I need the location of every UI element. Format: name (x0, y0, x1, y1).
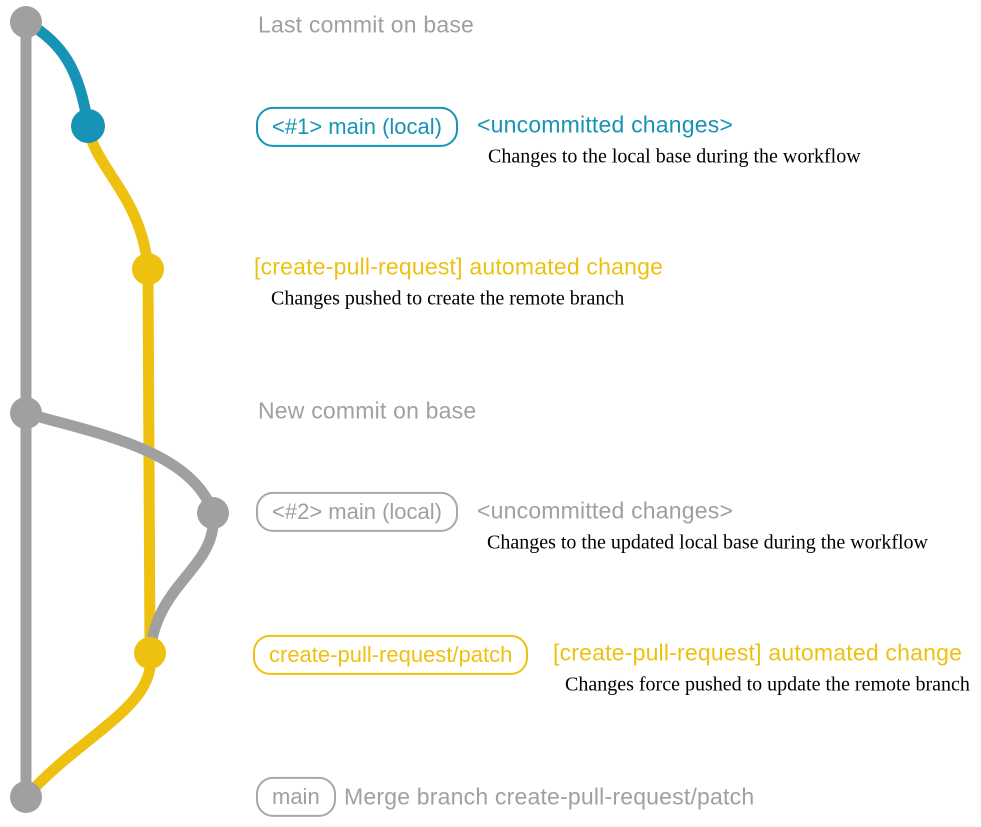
branch-badge-main-local-2-label: <#2> main (local) (256, 491, 458, 533)
commit-dot-new-commit-on-base (10, 397, 42, 429)
commit-label-uncommitted-changes-1: <uncommitted changes> (477, 111, 734, 138)
commit-label-uncommitted-changes-2: <uncommitted changes> (477, 497, 734, 524)
local-changes-curve-2 (20, 407, 219, 519)
local-changes-curve-1 (20, 16, 94, 132)
branch-badge-main-local-2: <#2> main (local) (256, 491, 458, 533)
caption-uncommitted-changes-2: Changes to the updated local base during… (487, 531, 928, 554)
local-changes-curve-3 (144, 507, 219, 659)
commit-dot-automated-change-2 (134, 637, 166, 669)
commit-dot-uncommitted-changes-2 (197, 497, 229, 529)
branch-badge-main-local-1-label: <#1> main (local) (256, 106, 458, 148)
caption-automated-change-1: Changes pushed to create the remote bran… (271, 287, 625, 310)
branch-badge-main: main (256, 776, 336, 818)
branch-badge-patch: create-pull-request/patch (253, 634, 529, 676)
commit-dot-automated-change-1 (132, 253, 164, 285)
commit-dot-merge-commit (10, 781, 42, 813)
caption-automated-change-2: Changes force pushed to update the remot… (565, 673, 970, 696)
branch-badge-main-label: main (256, 776, 336, 818)
commit-label-merge: Merge branch create-pull-request/patch (344, 783, 755, 810)
branch-badge-patch-label: create-pull-request/patch (253, 634, 529, 676)
commit-label-last-commit-on-base: Last commit on base (258, 11, 475, 38)
remote-branch-line (142, 263, 156, 659)
commit-label-new-commit-on-base: New commit on base (258, 397, 477, 424)
commit-label-automated-change-1: [create-pull-request] automated change (254, 253, 664, 280)
commit-dot-last-commit-on-base (10, 6, 42, 38)
commit-label-automated-change-2: [create-pull-request] automated change (553, 639, 963, 666)
remote-branch-curve-out (82, 120, 154, 275)
commit-dot-uncommitted-changes-1 (71, 109, 105, 143)
remote-branch-merge-curve (20, 647, 157, 803)
caption-uncommitted-changes-1: Changes to the local base during the wor… (488, 145, 861, 168)
branch-badge-main-local-1: <#1> main (local) (256, 106, 458, 148)
